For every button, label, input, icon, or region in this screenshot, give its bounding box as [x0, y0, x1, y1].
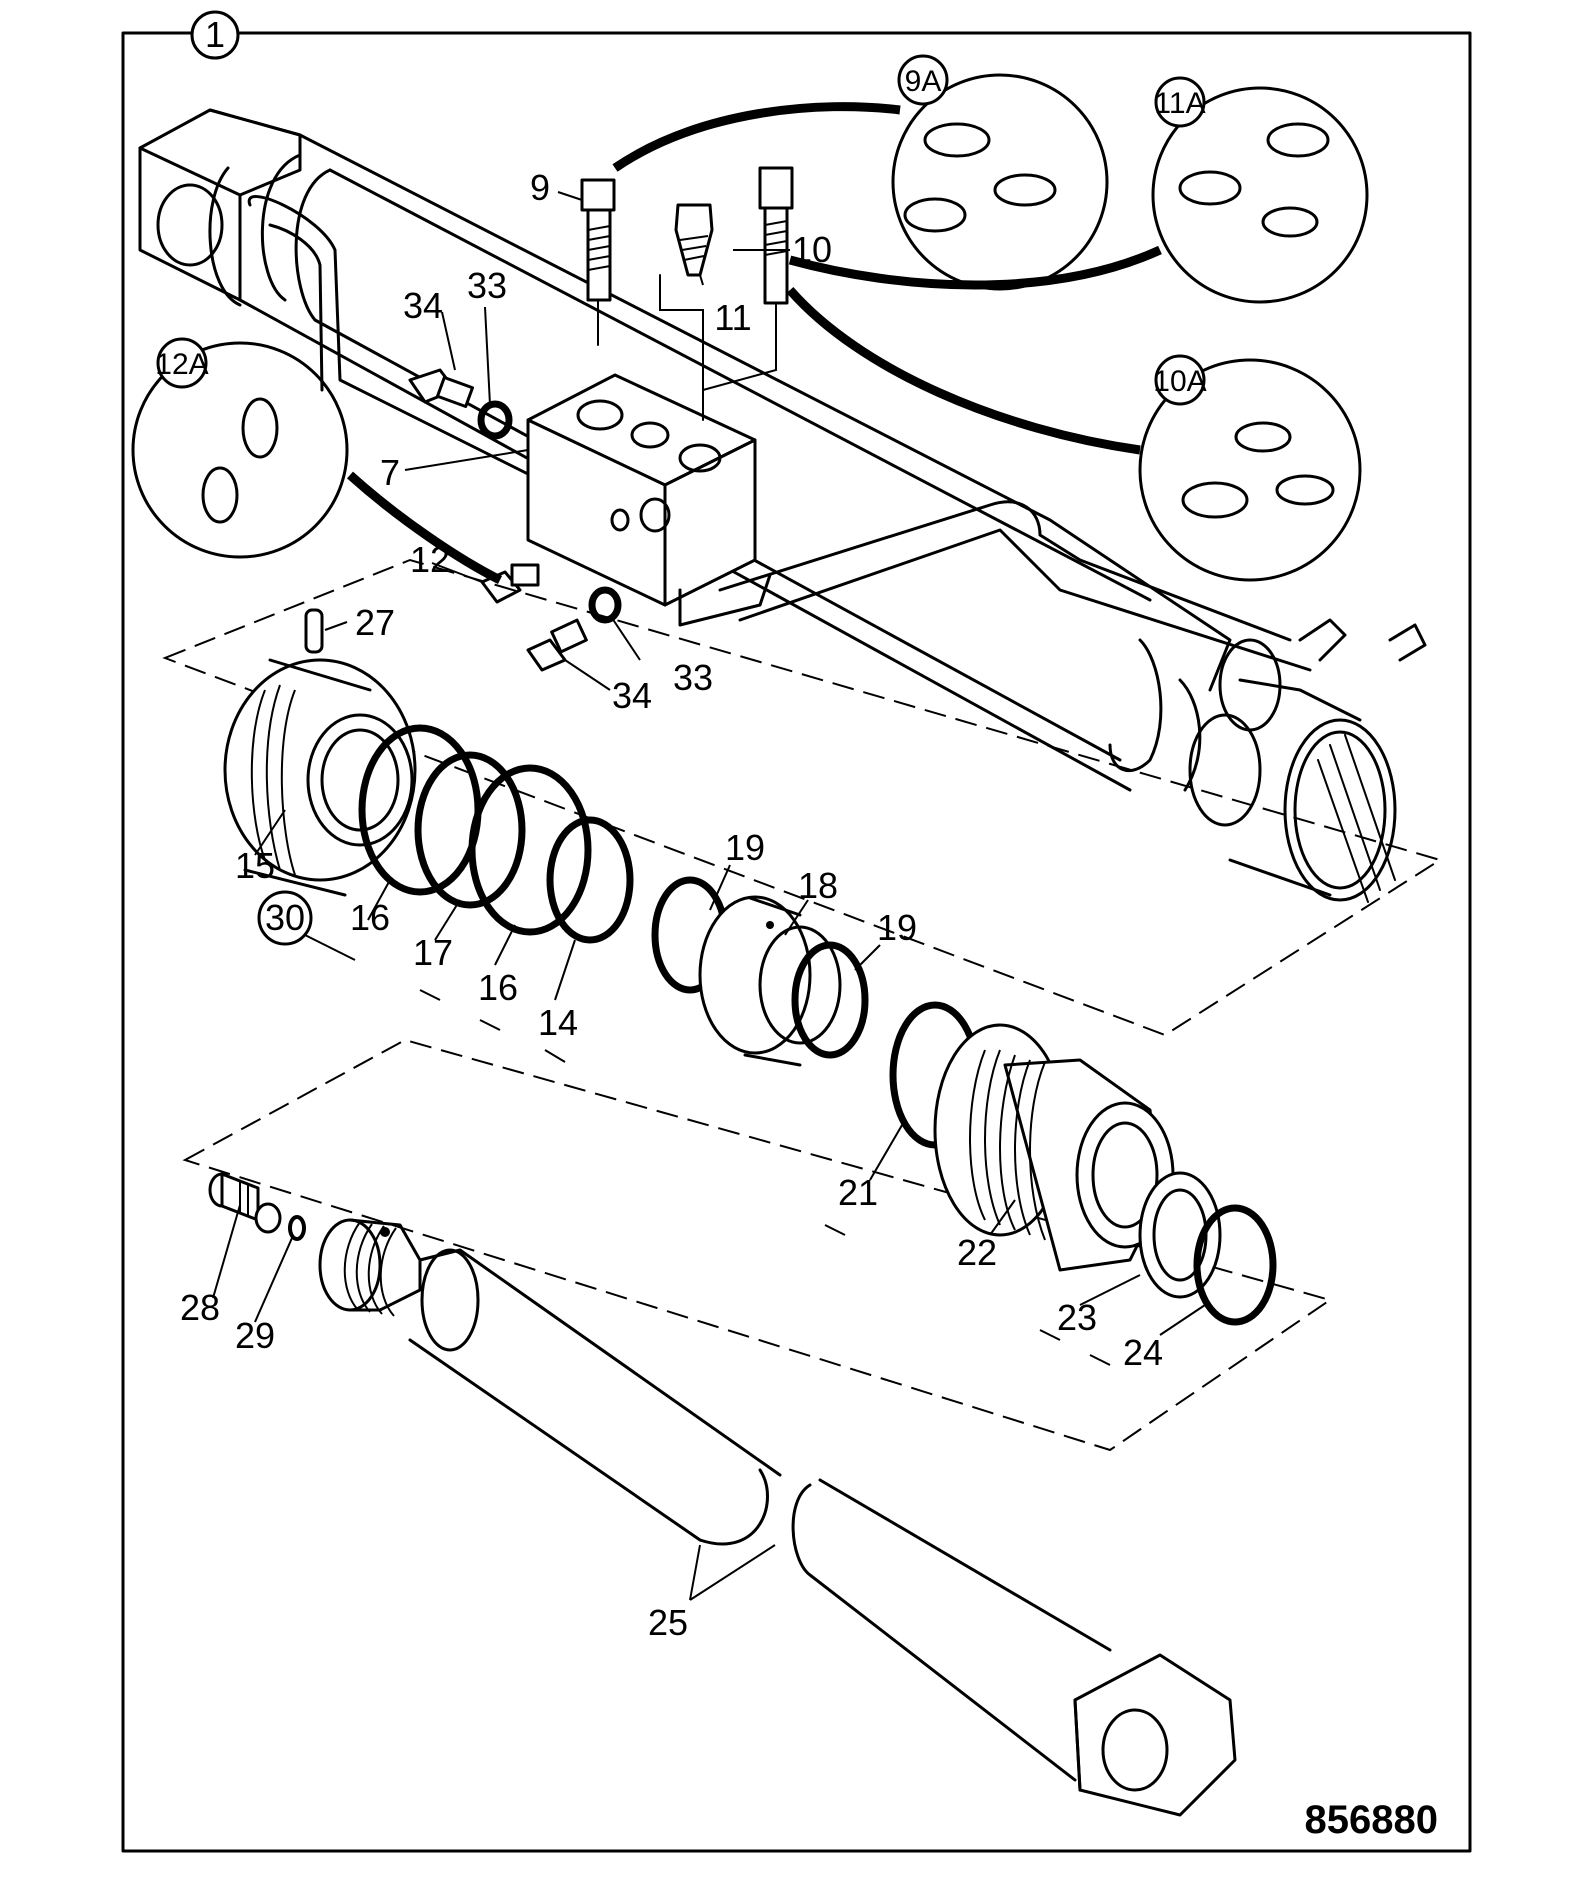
drawing-reference-number: 856880: [1305, 1798, 1438, 1842]
assembly-line: [659, 274, 777, 421]
callout-27: 27: [355, 602, 395, 643]
callout-29: 29: [235, 1315, 275, 1356]
ring-17: [414, 751, 526, 909]
callout-16b: 16: [478, 967, 518, 1008]
fitting-9: [580, 178, 616, 346]
gland-group-outline: [182, 1038, 1333, 1452]
figure-number: 1: [205, 14, 225, 55]
leader-lines: [212, 191, 1206, 1601]
ring-14: [546, 816, 634, 944]
callout-9: 9: [530, 167, 550, 208]
detail-label-11a: 11A: [1154, 87, 1205, 120]
figure-number-badge: 1: [190, 10, 240, 60]
callout-24: 24: [1123, 1332, 1163, 1373]
callouts: 9 10 11 33 34 7 12 33 34 27 15 16 17 16 …: [180, 167, 1163, 1643]
piston-group-outline: [162, 558, 1443, 1037]
kit-reference-badge: 30: [257, 890, 313, 946]
fitting-11: [674, 203, 714, 277]
callout-18: 18: [798, 865, 838, 906]
detail-9a: 9A: [612, 54, 1109, 291]
kit-reference: 30: [265, 897, 305, 938]
spacer-18: [698, 895, 842, 1067]
valve-block: [526, 373, 772, 627]
callout-34-lower: 34: [612, 675, 652, 716]
callout-34-upper: 34: [403, 285, 443, 326]
piston-15: [223, 658, 417, 897]
seal-29: [288, 1215, 306, 1241]
pin-27: [304, 608, 324, 654]
detail-label-9a: 9A: [905, 65, 942, 98]
detail-10a: 10A: [786, 287, 1362, 582]
screw-28: [208, 1172, 282, 1234]
callout-23: 23: [1057, 1297, 1097, 1338]
callout-11: 11: [714, 297, 751, 338]
drawing-frame: [121, 31, 1472, 1853]
callout-33-upper: 33: [467, 265, 507, 306]
callout-17: 17: [413, 932, 453, 973]
ring-16b: [468, 764, 592, 936]
callout-21: 21: [838, 1172, 878, 1213]
adapter-34-upper: [408, 368, 475, 409]
detail-label-12a: 12A: [155, 348, 208, 381]
detail-11a: 11A: [788, 76, 1369, 304]
adapter-34-lower: [526, 618, 588, 672]
detail-12a: 12A: [131, 337, 503, 585]
callout-22: 22: [957, 1232, 997, 1273]
washer-33-lower: [588, 586, 622, 624]
callout-28: 28: [180, 1287, 220, 1328]
callout-10: 10: [792, 229, 832, 270]
callout-19a: 19: [725, 827, 765, 868]
callout-25: 25: [648, 1602, 688, 1643]
ring-19b: [791, 941, 869, 1059]
callout-19b: 19: [877, 907, 917, 948]
piston-rod-25: [318, 1218, 1237, 1817]
detail-label-10a: 10A: [1153, 365, 1206, 398]
callout-7: 7: [380, 452, 400, 493]
fitting-10: [758, 166, 794, 305]
callout-12: 12: [410, 539, 450, 580]
ring-23: [1138, 1171, 1222, 1299]
ring-24: [1193, 1204, 1277, 1326]
callout-14: 14: [538, 1002, 578, 1043]
callout-16a: 16: [350, 897, 390, 938]
washer-33-upper: [477, 400, 513, 440]
callout-15: 15: [235, 845, 275, 886]
callout-33-lower: 33: [673, 657, 713, 698]
